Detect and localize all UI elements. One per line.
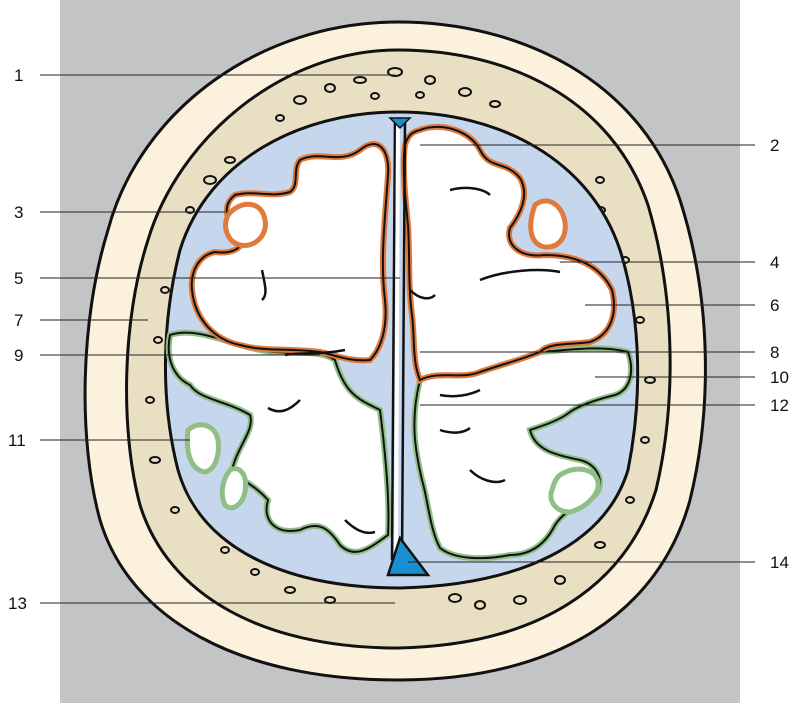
label-11: 11 bbox=[8, 431, 26, 450]
label-6: 6 bbox=[770, 296, 779, 315]
label-12: 12 bbox=[770, 396, 789, 415]
label-8: 8 bbox=[770, 343, 779, 362]
interhemispheric-fissure bbox=[396, 118, 398, 560]
label-3: 3 bbox=[14, 203, 23, 222]
label-4: 4 bbox=[770, 253, 779, 272]
label-14: 14 bbox=[770, 553, 789, 572]
right-frontal-small-gyrus bbox=[531, 201, 566, 247]
label-13: 13 bbox=[8, 594, 27, 613]
label-10: 10 bbox=[770, 368, 789, 387]
label-1: 1 bbox=[14, 66, 23, 85]
label-2: 2 bbox=[770, 136, 779, 155]
left-lateral-gyrus bbox=[187, 425, 218, 472]
left-small-gyrus bbox=[222, 469, 245, 508]
label-7: 7 bbox=[14, 311, 23, 330]
label-5: 5 bbox=[14, 269, 23, 288]
label-9: 9 bbox=[14, 346, 23, 365]
left-frontal-small-gyrus bbox=[226, 204, 266, 245]
